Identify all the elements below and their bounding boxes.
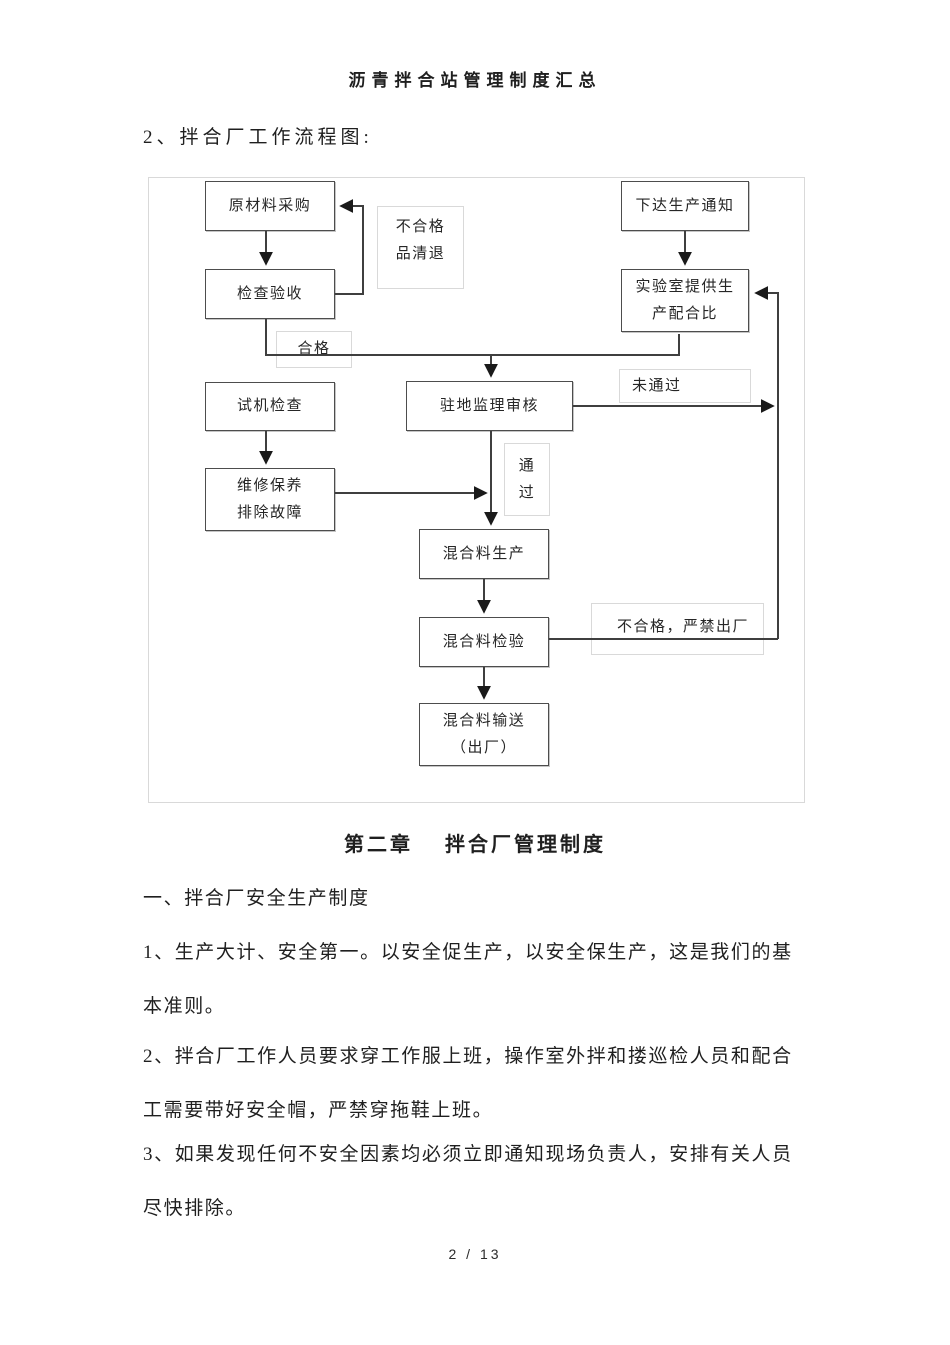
- flow-node-trial-run-check: 试机检查: [205, 382, 335, 431]
- flow-label-qualified: 合格: [276, 331, 352, 368]
- chapter-number: 第二章: [344, 834, 413, 856]
- paragraph-rule-2: 2、拌合厂工作人员要求穿工作服上班，操作室外拌和搂巡检人员和配合工需要带好安全帽…: [143, 1046, 793, 1121]
- document-title: 沥青拌合站管理制度汇总: [348, 71, 602, 90]
- flow-node-mixture-inspection: 混合料检验: [419, 617, 549, 667]
- flow-node-mixture-delivery: 混合料输送 （出厂）: [419, 703, 549, 766]
- chapter-title: 拌合厂管理制度: [445, 834, 606, 856]
- flow-label-not-passed: 未通过: [619, 369, 751, 403]
- chapter-heading: 第二章 拌合厂管理制度: [0, 828, 950, 857]
- flow-node-inspection-acceptance: 检查验收: [205, 269, 335, 319]
- page-number: 2 / 13: [448, 1246, 502, 1262]
- flow-node-resident-supervisor-review: 驻地监理审核: [406, 381, 573, 431]
- flow-node-issue-production-notice: 下达生产通知: [621, 181, 749, 231]
- work-flowchart: 原材料采购 下达生产通知 不合格 品清退 检查验收 实验室提供生 产配合比 合格…: [148, 177, 805, 803]
- flow-label-passed: 通 过: [504, 443, 550, 516]
- paragraph-rule-3: 3、如果发现任何不安全因素均必须立即通知现场负责人，安排有关人员尽快排除。: [143, 1144, 793, 1219]
- flow-node-mixture-production: 混合料生产: [419, 529, 549, 579]
- flow-label-reject-return: 不合格 品清退: [377, 206, 464, 289]
- paragraph-section-1: 一、拌合厂安全生产制度: [143, 888, 370, 909]
- flowchart-heading: 2、拌合厂工作流程图:: [143, 127, 373, 148]
- paragraph-rule-1: 1、生产大计、安全第一。以安全促生产，以安全保生产，这是我们的基本准则。: [143, 942, 793, 1017]
- flow-node-raw-material-purchase: 原材料采购: [205, 181, 335, 231]
- flow-node-lab-mix-ratio: 实验室提供生 产配合比: [621, 269, 749, 332]
- body-text: 一、拌合厂安全生产制度: [143, 872, 808, 926]
- flow-label-reject-no-release: 不合格，严禁出厂: [591, 603, 764, 655]
- flow-node-maintenance-troubleshooting: 维修保养 排除故障: [205, 468, 335, 531]
